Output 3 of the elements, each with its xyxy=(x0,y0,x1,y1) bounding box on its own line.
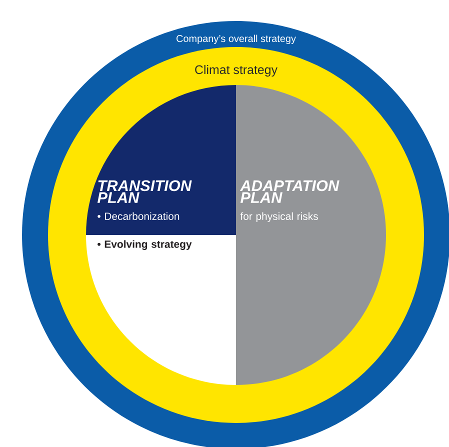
plan-quadrant: TRANSITION PLAN • Decarbonization xyxy=(86,85,236,235)
plan-quadrant: • Evolving strategy xyxy=(86,235,236,385)
plan-quadrant: ADAPTATION PLAN for physical risks xyxy=(236,85,386,385)
